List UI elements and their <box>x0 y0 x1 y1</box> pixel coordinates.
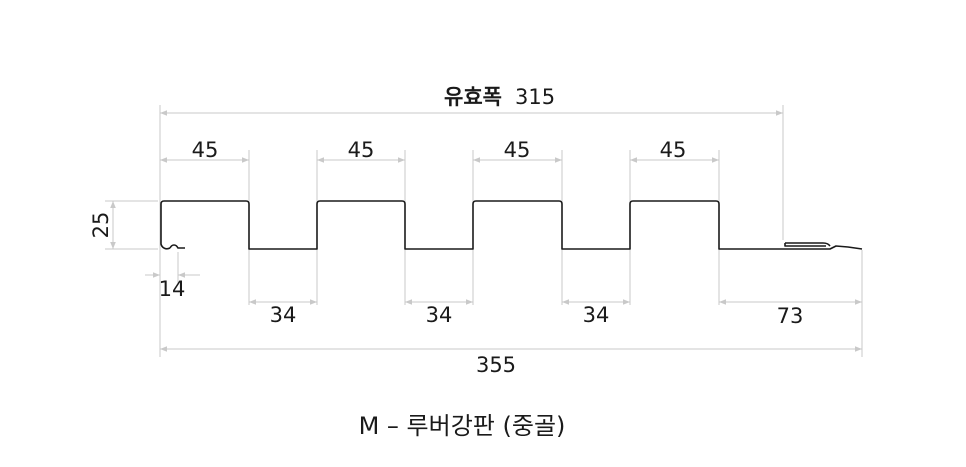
height-label: 25 <box>89 212 113 239</box>
tail-label: 73 <box>777 304 804 328</box>
dimension-lines <box>110 110 862 352</box>
effective-width-title: 유효폭 <box>444 85 502 109</box>
effective-width-value: 315 <box>515 85 555 109</box>
bottom-label-3: 34 <box>583 303 610 327</box>
edge-label: 14 <box>159 277 186 301</box>
bottom-label-1: 34 <box>270 303 297 327</box>
top-flange-label-1: 45 <box>192 138 219 162</box>
bottom-label-2: 34 <box>426 303 453 327</box>
louver-steel-profile <box>160 200 863 250</box>
top-flange-label-3: 45 <box>504 138 531 162</box>
total-width-label: 355 <box>476 353 516 377</box>
extension-lines <box>105 105 863 357</box>
effective-width-label: 유효폭 315 <box>444 85 555 109</box>
top-flange-label-2: 45 <box>348 138 375 162</box>
figure-caption: M – 루버강판 (중골) <box>359 412 566 440</box>
top-flange-label-4: 45 <box>660 138 687 162</box>
